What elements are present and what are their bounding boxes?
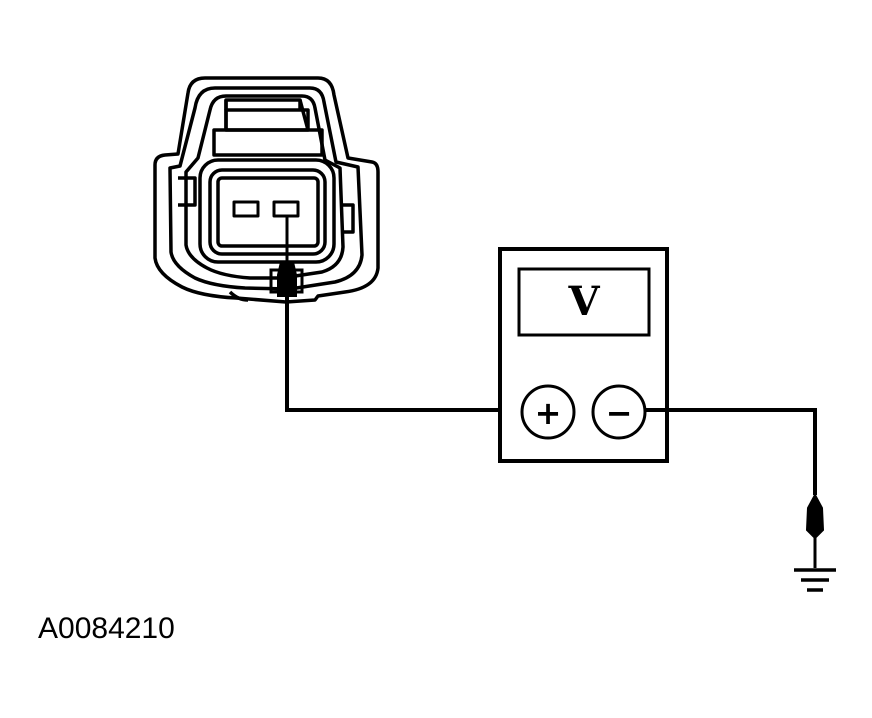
ground-symbol-icon	[794, 568, 836, 592]
voltmeter-display-label: V	[567, 278, 600, 325]
two-pin-connector-icon	[153, 76, 380, 304]
positive-lead-wire	[285, 296, 522, 412]
voltmeter-display	[517, 267, 651, 337]
positive-terminal	[520, 384, 576, 440]
figure-id-label: A0084210	[38, 612, 175, 645]
positive-terminal-label: +	[535, 394, 562, 432]
negative-lead-wire	[645, 408, 817, 495]
back-probe-icon	[269, 216, 304, 297]
voltmeter: V + −	[498, 247, 669, 463]
probe-tip-icon	[805, 492, 825, 568]
negative-terminal-label: −	[606, 394, 633, 432]
